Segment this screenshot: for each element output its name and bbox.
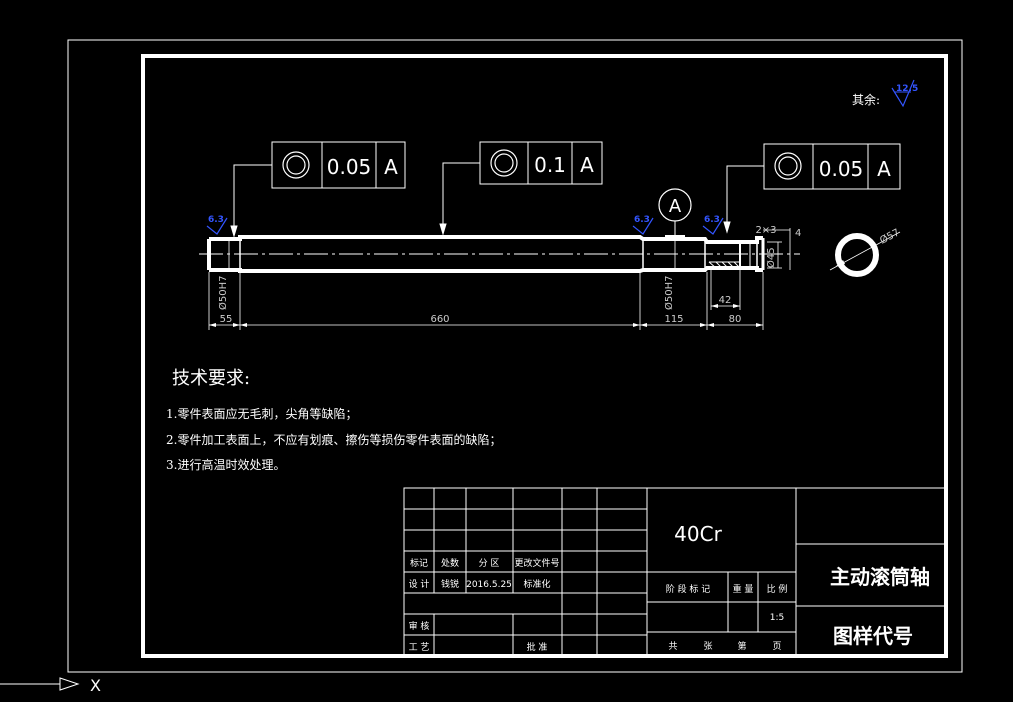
concentricity-icon — [774, 152, 802, 180]
dim-80: 80 — [729, 314, 742, 325]
datum-label: A — [669, 196, 682, 217]
drawing-code: 图样代号 — [833, 624, 913, 648]
tech-title: 技术要求: — [172, 368, 250, 389]
svg-text:标准化: 标准化 — [523, 578, 550, 590]
roughness-symbol-icon — [206, 217, 228, 235]
svg-text:共: 共 — [668, 641, 677, 652]
tolerance-datum-1: A — [384, 155, 398, 179]
svg-text:审 核: 审 核 — [409, 620, 430, 632]
dim-115: 115 — [664, 314, 683, 325]
dimension-arrows — [209, 304, 763, 327]
material: 40Cr — [674, 522, 722, 546]
technical-requirements: 技术要求: 1.零件表面应无毛刺，尖角等缺陷； 2.零件加工表面上，不应有划痕、… — [166, 368, 501, 472]
concentricity-icon — [490, 149, 518, 177]
roughness-symbol-icon — [891, 79, 915, 108]
dim-chamfer: 2×3 — [755, 225, 776, 236]
title-block-text: 40Cr 主动滚筒轴 图样代号 标记 处数 分 区 更改文件号 设 计 钱锐 2… — [409, 522, 930, 653]
svg-text:6.3: 6.3 — [704, 215, 720, 225]
title-block — [403, 487, 947, 657]
local-roughness-2: 6.3 — [632, 215, 654, 235]
svg-text:设 计: 设 计 — [409, 578, 430, 590]
scale-value: 1:5 — [770, 613, 784, 623]
tolerance-value-3: 0.05 — [819, 157, 864, 181]
svg-text:比 例: 比 例 — [767, 583, 788, 595]
shaft-profile — [199, 235, 800, 273]
tolerance-frame-2: 0.1 A — [479, 141, 603, 185]
svg-text:6.3: 6.3 — [208, 215, 224, 225]
tolerance-value-2: 0.1 — [534, 153, 566, 177]
tolerance-leaders — [230, 162, 764, 238]
dim-dia-left: Ø50H7 — [217, 276, 229, 310]
dim-55: 55 — [220, 314, 233, 325]
tech-line-2: 2.零件加工表面上，不应有划痕、擦伤等损伤零件表面的缺陷； — [166, 432, 501, 447]
tech-line-1: 1.零件表面应无毛刺，尖角等缺陷； — [166, 406, 357, 421]
general-roughness-value: 12.5 — [896, 84, 918, 94]
svg-text:页: 页 — [772, 641, 781, 652]
design-date: 2016.5.25 — [466, 580, 512, 590]
general-roughness: 其余: 12.5 — [852, 79, 918, 108]
svg-text:批 准: 批 准 — [527, 641, 548, 653]
svg-text:分 区: 分 区 — [479, 558, 500, 569]
svg-text:阶 段 标 记: 阶 段 标 记 — [666, 583, 711, 595]
tech-line-3: 3.进行高温时效处理。 — [166, 457, 285, 472]
dim-small: 4 — [795, 228, 801, 239]
local-roughness-1: 6.3 — [206, 215, 228, 235]
dim-dia-end: Ø45 — [765, 247, 777, 268]
datum-marker: A — [658, 188, 692, 237]
tolerance-value-1: 0.05 — [327, 155, 372, 179]
dimension-lines — [208, 228, 791, 330]
svg-text:更改文件号: 更改文件号 — [514, 557, 559, 569]
svg-text:6.3: 6.3 — [634, 215, 650, 225]
ucs-icon: X — [0, 676, 101, 695]
roughness-symbol-icon — [702, 217, 724, 235]
designer-name: 钱锐 — [441, 578, 459, 590]
outer-frame — [67, 39, 963, 673]
section-view: Ø57 — [829, 226, 902, 277]
local-roughness-3: 6.3 — [702, 215, 724, 235]
dim-660: 660 — [430, 314, 449, 325]
tolerance-frame-3: 0.05 A — [763, 143, 901, 190]
tolerance-datum-3: A — [877, 157, 891, 181]
roughness-symbol-icon — [632, 217, 654, 235]
dim-42: 42 — [719, 295, 732, 306]
general-roughness-label: 其余: — [852, 92, 880, 107]
ucs-x-label: X — [90, 676, 101, 695]
svg-text:重 量: 重 量 — [733, 583, 754, 595]
part-name: 主动滚筒轴 — [830, 565, 930, 589]
svg-text:工 艺: 工 艺 — [409, 642, 430, 653]
concentricity-icon — [282, 151, 310, 179]
svg-text:标记: 标记 — [410, 557, 428, 569]
svg-text:张: 张 — [703, 641, 712, 652]
svg-text:第: 第 — [737, 640, 746, 652]
dim-dia-mid: Ø50H7 — [663, 276, 675, 310]
svg-text:处数: 处数 — [441, 557, 459, 569]
tolerance-datum-2: A — [580, 153, 594, 177]
tolerance-frame-1: 0.05 A — [271, 141, 406, 189]
